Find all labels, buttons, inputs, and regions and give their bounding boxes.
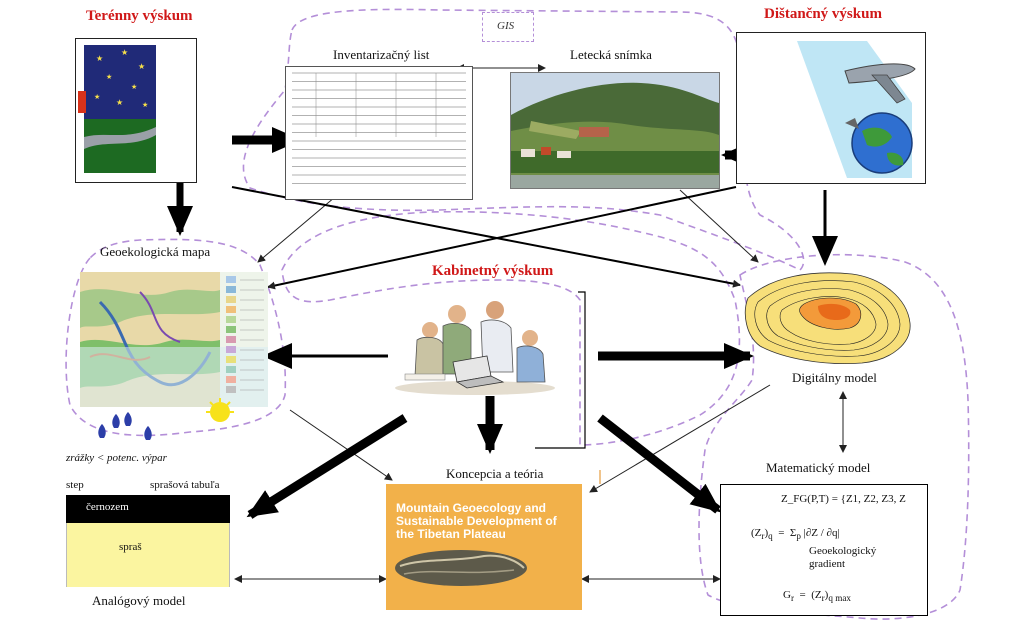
- step-label: step: [66, 479, 84, 491]
- loess-label: spraš: [119, 541, 142, 553]
- book-landscape-photo: [395, 550, 527, 586]
- rain-sun-decoration: [98, 398, 234, 440]
- map-legend-swatch: [226, 276, 236, 283]
- svg-text:★: ★: [142, 101, 148, 109]
- geoeco-map-label: Geoekologická mapa: [100, 244, 211, 259]
- map-legend-swatch: [226, 366, 236, 373]
- cabinet-region: [281, 210, 741, 446]
- map-legend-swatch: [226, 336, 236, 343]
- remote-research-picture: [736, 32, 926, 184]
- map-legend-swatch: [226, 316, 236, 323]
- aerial-photo: [510, 72, 720, 189]
- svg-text:★: ★: [131, 83, 137, 91]
- geoeco-map-region: [65, 238, 287, 437]
- laptop-icon: [452, 355, 505, 389]
- svg-text:★: ★: [106, 73, 112, 81]
- map-legend-swatch: [226, 376, 236, 383]
- map-legend-swatch: [226, 356, 236, 363]
- svg-text:★: ★: [138, 62, 145, 71]
- inventory-label: Inventarizačný list: [333, 47, 430, 62]
- research-team-illustration: [395, 301, 555, 395]
- svg-text:★: ★: [96, 54, 103, 63]
- geoeco-map-image: [80, 272, 268, 407]
- field-research-picture: ★ ★ ★ ★ ★ ★ ★ ★: [75, 38, 197, 183]
- loess-layer: spraš: [66, 523, 230, 587]
- math-model-box: Z_FG(P,T) = {Z1, Z2, Z3, Z (Zr)q = Σp |∂…: [720, 484, 928, 616]
- aerial-label: Letecká snímka: [570, 47, 652, 62]
- map-legend-swatch: [226, 296, 236, 303]
- math-formula-max: Gr = (Zr)q max: [783, 589, 851, 604]
- models-region: [698, 253, 970, 620]
- ground-line: [66, 495, 230, 497]
- map-legend-swatch: [226, 286, 236, 293]
- svg-text:★: ★: [94, 93, 100, 101]
- gis-label: GIS: [497, 20, 515, 32]
- svg-text:★: ★: [121, 48, 128, 57]
- field-research-title: Terénny výskum: [86, 8, 193, 24]
- rain-text: zrážky < potenc. výpar: [66, 452, 167, 464]
- globe-icon: [851, 112, 913, 174]
- book-cover: Mountain Geoecology and Sustainable Deve…: [386, 484, 582, 610]
- math-gradient-label: Geoekologický gradient: [809, 545, 877, 570]
- svg-text:★: ★: [116, 98, 123, 107]
- map-legend-swatch: [226, 386, 236, 393]
- loess-table-label: sprašová tabuľa: [150, 479, 220, 491]
- concept-label: Koncepcia a teória: [446, 466, 544, 481]
- digital-terrain-model: [744, 272, 911, 364]
- map-legend-swatch: [226, 326, 236, 333]
- sun-icon: [206, 398, 234, 422]
- chernozem-layer: černozem: [66, 497, 230, 523]
- digital-model-label: Digitálny model: [792, 370, 877, 385]
- remote-research-title: Dištančný výskum: [764, 6, 882, 22]
- airplane-icon: [844, 63, 916, 104]
- raindrop-icon: [98, 412, 152, 440]
- map-legend-swatch: [226, 306, 236, 313]
- math-formula-set: Z_FG(P,T) = {Z1, Z2, Z3, Z: [781, 493, 906, 505]
- math-formula-gradient: (Zr)q = Σp |∂Z / ∂q|: [751, 527, 840, 542]
- inventory-sheet: [285, 66, 473, 200]
- gis-box: GIS: [482, 12, 534, 42]
- math-model-label: Matematický model: [766, 460, 871, 475]
- gis-region: [242, 8, 805, 271]
- book-title: Mountain Geoecology and Sustainable Deve…: [396, 501, 557, 541]
- map-legend-swatch: [226, 346, 236, 353]
- cabinet-research-title: Kabinetný výskum: [432, 263, 554, 279]
- chernozem-label: černozem: [86, 501, 129, 513]
- analog-model-label: Analógový model: [92, 593, 186, 608]
